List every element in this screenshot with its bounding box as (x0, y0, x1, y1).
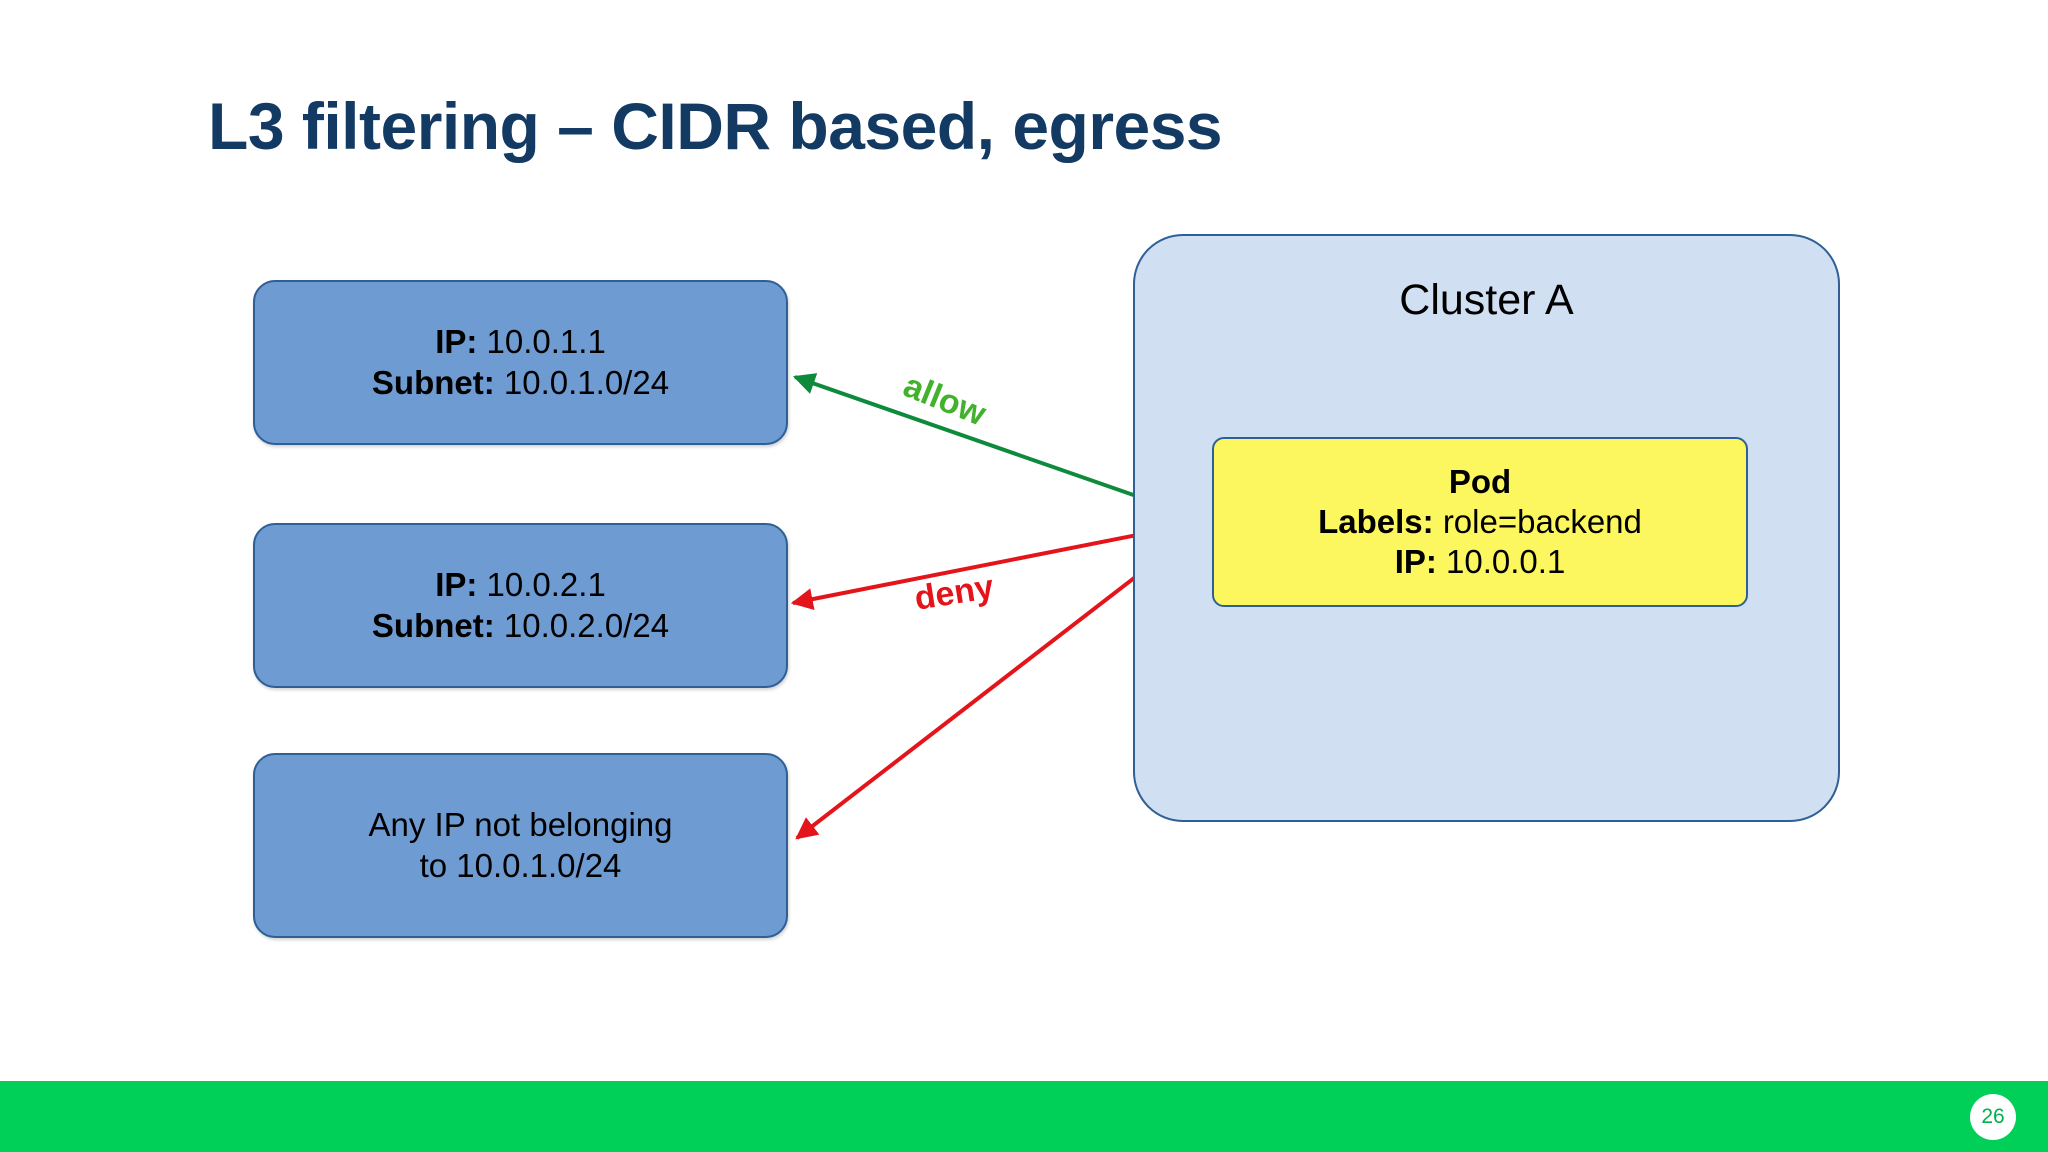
endpoint-box-2[interactable]: IP: 10.0.2.1 Subnet: 10.0.2.0/24 (253, 523, 788, 688)
edge-label-deny: deny (911, 567, 997, 618)
cluster-title: Cluster A (1399, 276, 1574, 324)
endpoint-2-ip-label: IP: (435, 566, 487, 604)
endpoint-3-line-2: to 10.0.1.0/24 (419, 846, 622, 884)
endpoint-2-subnet-label: Subnet: (371, 606, 504, 644)
endpoint-1-subnet-value: 10.0.1.0/24 (503, 363, 670, 401)
endpoint-1-ip-label: IP: (435, 323, 487, 361)
pod-box[interactable]: Pod Labels: role=backend IP: 10.0.0.1 (1212, 437, 1748, 607)
endpoint-box-3[interactable]: Any IP not belonging to 10.0.1.0/24 (253, 753, 788, 938)
edge-label-allow: allow (898, 366, 992, 434)
pod-labels-line: Labels: role=backend (1318, 502, 1642, 542)
pod-labels-value: role=backend (1442, 502, 1642, 540)
page-number-badge: 26 (1970, 1094, 2016, 1140)
endpoint-1-line-1: IP: 10.0.1.1 (435, 322, 606, 362)
pod-ip-value: 10.0.0.1 (1446, 543, 1566, 581)
page-title: L3 filtering – CIDR based, egress (208, 89, 1223, 163)
endpoint-2-ip-value: 10.0.2.1 (486, 566, 606, 604)
pod-ip-label: IP: (1394, 543, 1447, 581)
endpoint-2-subnet-value: 10.0.2.0/24 (503, 606, 670, 644)
pod-title: Pod (1448, 462, 1512, 500)
endpoint-1-line-2: Subnet: 10.0.1.0/24 (372, 363, 669, 403)
endpoint-1-ip-value: 10.0.1.1 (486, 323, 606, 361)
endpoint-3-line-1: Any IP not belonging (368, 806, 673, 844)
pod-ip-line: IP: 10.0.0.1 (1395, 542, 1566, 582)
endpoint-1-subnet-label: Subnet: (371, 363, 504, 401)
endpoint-2-line-2: Subnet: 10.0.2.0/24 (372, 606, 669, 646)
endpoint-2-line-1: IP: 10.0.2.1 (435, 565, 606, 605)
endpoint-box-1[interactable]: IP: 10.0.1.1 Subnet: 10.0.1.0/24 (253, 280, 788, 445)
footer-bar (0, 1081, 2048, 1152)
pod-labels-label: Labels: (1318, 502, 1443, 540)
